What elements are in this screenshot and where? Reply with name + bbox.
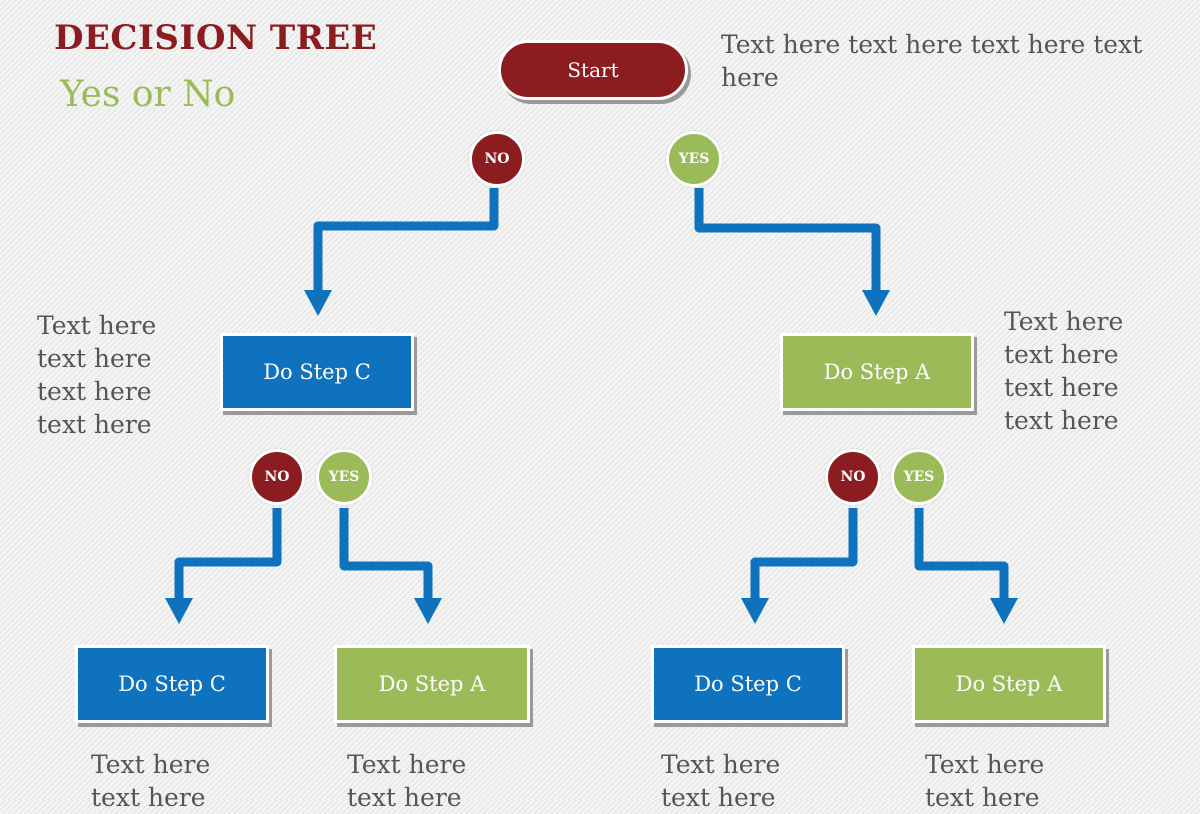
step-box-level1-a: Do Step A [780, 333, 974, 411]
note-line: text here [37, 377, 152, 406]
note-line: text here [1004, 373, 1119, 402]
note-line: text here [91, 783, 206, 812]
step-box-l2-right-a: Do Step A [912, 645, 1106, 723]
note-line: text here [925, 783, 1040, 812]
page-subtitle: Yes or No [60, 74, 236, 115]
decision-no-level2-left: NO [249, 449, 305, 505]
note-line: Text here [1004, 307, 1124, 336]
note-line: Text here [661, 750, 781, 779]
note-line: Text here [925, 750, 1045, 779]
level1-right-note: Text here text here text here text here [1004, 305, 1123, 437]
level1-left-note: Text here text here text here text here [37, 309, 156, 441]
note-line: text here [661, 783, 776, 812]
decision-yes-level2-left: YES [316, 449, 372, 505]
start-note: Text here text here text here text here [721, 28, 1142, 94]
decision-no-level1: NO [469, 131, 525, 187]
note-line: Text here text here text here text [721, 30, 1143, 59]
note-line: text here [37, 410, 152, 439]
note-line: text here [1004, 406, 1119, 435]
note-line: Text here [91, 750, 211, 779]
note-line: text here [37, 344, 152, 373]
l2-left-no-note: Text here text here [91, 748, 210, 814]
step-box-l2-left-c: Do Step C [75, 645, 269, 723]
arrow-level1-no [313, 188, 499, 292]
step-box-level1-c: Do Step C [220, 333, 414, 411]
step-box-l2-left-a: Do Step A [334, 645, 530, 723]
note-line: text here [1004, 340, 1119, 369]
page-title: DECISION TREE [54, 18, 378, 58]
decision-no-level2-right: NO [825, 449, 881, 505]
arrow-level1-yes [694, 188, 881, 292]
note-line: Text here [347, 750, 467, 779]
note-line: text here [347, 783, 462, 812]
l2-right-no-note: Text here text here [661, 748, 780, 814]
decision-yes-level1: YES [666, 131, 722, 187]
note-line: Text here [37, 311, 157, 340]
note-line: here [721, 63, 779, 92]
decision-yes-level2-right: YES [891, 449, 947, 505]
l2-right-yes-note: Text here text here [925, 748, 1044, 814]
arrow-l2-left-no [174, 508, 282, 602]
start-node: Start [498, 40, 688, 100]
l2-left-yes-note: Text here text here [347, 748, 466, 814]
step-box-l2-right-c: Do Step C [651, 645, 845, 723]
